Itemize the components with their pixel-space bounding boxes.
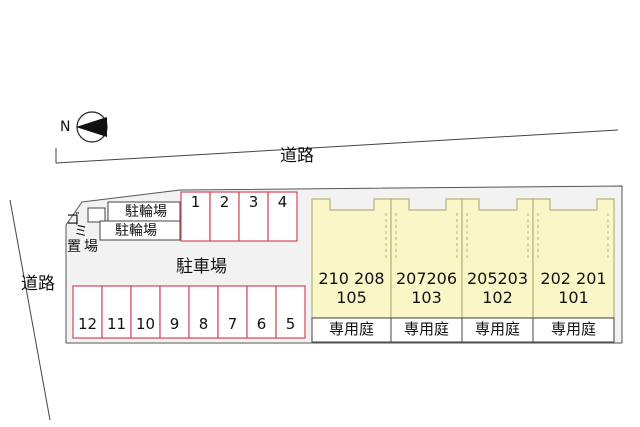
parking-lot-label: 駐車場 <box>176 257 227 277</box>
garden-label-3: 専用庭 <box>474 320 520 338</box>
unit-upper-numbers-3: 205203 <box>466 269 529 288</box>
garbage-label-go: ゴ <box>66 212 80 228</box>
parking-number-9: 9 <box>169 315 180 333</box>
north-road-label: 道路 <box>280 146 314 166</box>
unit-lower-number-1: 105 <box>336 288 367 307</box>
parking-space-4 <box>267 191 298 242</box>
garbage-label-mi: ミ <box>74 224 88 240</box>
bicycle-parking-label-2: 駐輪場 <box>115 223 157 239</box>
compass-north-label: N <box>60 119 71 135</box>
compass-icon <box>76 111 108 143</box>
bicycle-parking-box-2 <box>99 220 181 241</box>
unit-upper-numbers-1: 210 208 <box>318 269 385 288</box>
garbage-label-chi: 置 <box>67 239 81 255</box>
garden-label-4: 専用庭 <box>550 320 596 338</box>
parking-space-12 <box>72 285 103 339</box>
parking-number-5: 5 <box>285 315 296 333</box>
garden-label-2: 専用庭 <box>403 320 449 338</box>
parking-number-6: 6 <box>256 315 267 333</box>
parking-number-1: 1 <box>190 193 201 211</box>
parking-space-10 <box>130 285 161 339</box>
bicycle-parking-label-1: 駐輪場 <box>125 204 167 220</box>
parking-number-2: 2 <box>219 193 230 211</box>
unit-upper-numbers-2: 207206 <box>395 269 458 288</box>
parking-space-6 <box>246 285 277 339</box>
garbage-box <box>87 207 106 223</box>
garbage-label-ba: 場 <box>84 239 98 255</box>
parking-number-7: 7 <box>227 315 238 333</box>
unit-lower-number-4: 101 <box>558 288 589 307</box>
parking-space-1 <box>180 191 211 242</box>
garden-box-105 <box>311 317 392 343</box>
unit-lower-number-3: 102 <box>482 288 513 307</box>
unit-upper-numbers-4: 202 201 <box>540 269 607 288</box>
parking-number-10: 10 <box>135 315 156 333</box>
west-road-line <box>9 199 51 421</box>
garden-box-101 <box>532 317 615 343</box>
garden-box-102 <box>461 317 534 343</box>
parking-number-12: 12 <box>77 315 98 333</box>
parking-number-11: 11 <box>106 315 127 333</box>
parking-space-8 <box>188 285 219 339</box>
west-road-label: 道路 <box>21 274 55 294</box>
garden-label-1: 専用庭 <box>328 320 374 338</box>
unit-lower-number-2: 103 <box>411 288 442 307</box>
parking-space-5 <box>275 285 306 339</box>
parking-number-4: 4 <box>277 193 288 211</box>
north-road-line <box>55 129 619 164</box>
parking-number-8: 8 <box>198 315 209 333</box>
parking-number-3: 3 <box>248 193 259 211</box>
parking-space-3 <box>238 191 269 242</box>
